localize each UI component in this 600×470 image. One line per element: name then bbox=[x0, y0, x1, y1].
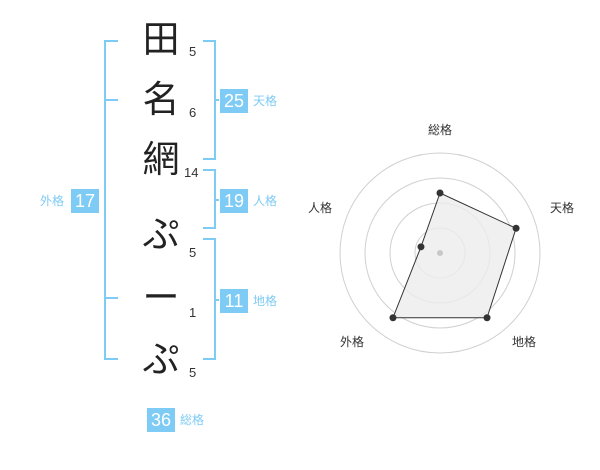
radar-point-3 bbox=[389, 314, 397, 322]
gaikaku-badge: 17 bbox=[71, 189, 99, 213]
stroke-count-1: 5 bbox=[189, 44, 197, 59]
radar-chart bbox=[339, 152, 541, 354]
soukaku-badge: 36 bbox=[147, 408, 175, 432]
radar-point-2 bbox=[483, 314, 491, 322]
name-char-4: ぷ bbox=[142, 213, 180, 256]
stroke-count-5: 1 bbox=[189, 305, 197, 320]
name-char-5: ー bbox=[142, 276, 180, 319]
name-char-3: 網 bbox=[142, 138, 180, 181]
radar-point-1 bbox=[512, 224, 520, 232]
radar-axis-label-tenkaku: 天格 bbox=[549, 201, 574, 215]
gaikaku-bracket bbox=[104, 40, 118, 360]
name-char-6: ぷ bbox=[142, 338, 180, 381]
radar-point-0 bbox=[436, 189, 444, 197]
chikaku-label: 地格 bbox=[253, 294, 278, 308]
soukaku-label: 総格 bbox=[180, 413, 205, 427]
radar-ring bbox=[339, 152, 541, 354]
jinkaku-label: 人格 bbox=[253, 194, 278, 208]
radar-ring bbox=[364, 177, 516, 329]
radar-center-dot bbox=[437, 250, 443, 256]
name-char-1: 田 bbox=[142, 18, 180, 61]
gaikaku-label: 外格 bbox=[40, 194, 65, 208]
stroke-count-2: 6 bbox=[189, 105, 197, 120]
stroke-count-4: 5 bbox=[189, 245, 197, 260]
chikaku-badge: 11 bbox=[220, 289, 248, 313]
stroke-count-3: 14 bbox=[184, 165, 199, 180]
radar-point-4 bbox=[417, 243, 425, 251]
stroke-count-6: 5 bbox=[189, 365, 197, 380]
name-char-2: 名 bbox=[142, 78, 180, 121]
tenkaku-bracket bbox=[203, 40, 219, 160]
radar-axis-label-gaikaku: 外格 bbox=[339, 335, 364, 349]
tenkaku-label: 天格 bbox=[253, 94, 278, 108]
tenkaku-badge: 25 bbox=[220, 89, 248, 113]
jinkaku-badge: 19 bbox=[220, 189, 248, 213]
radar-axis-label-jinkaku: 人格 bbox=[307, 201, 332, 215]
chikaku-bracket bbox=[203, 238, 219, 360]
radar-axis-label-soukaku: 総格 bbox=[427, 123, 452, 137]
radar-axis-label-chikaku: 地格 bbox=[511, 335, 536, 349]
jinkaku-bracket bbox=[203, 169, 219, 229]
radar-series-polygon bbox=[392, 192, 517, 319]
